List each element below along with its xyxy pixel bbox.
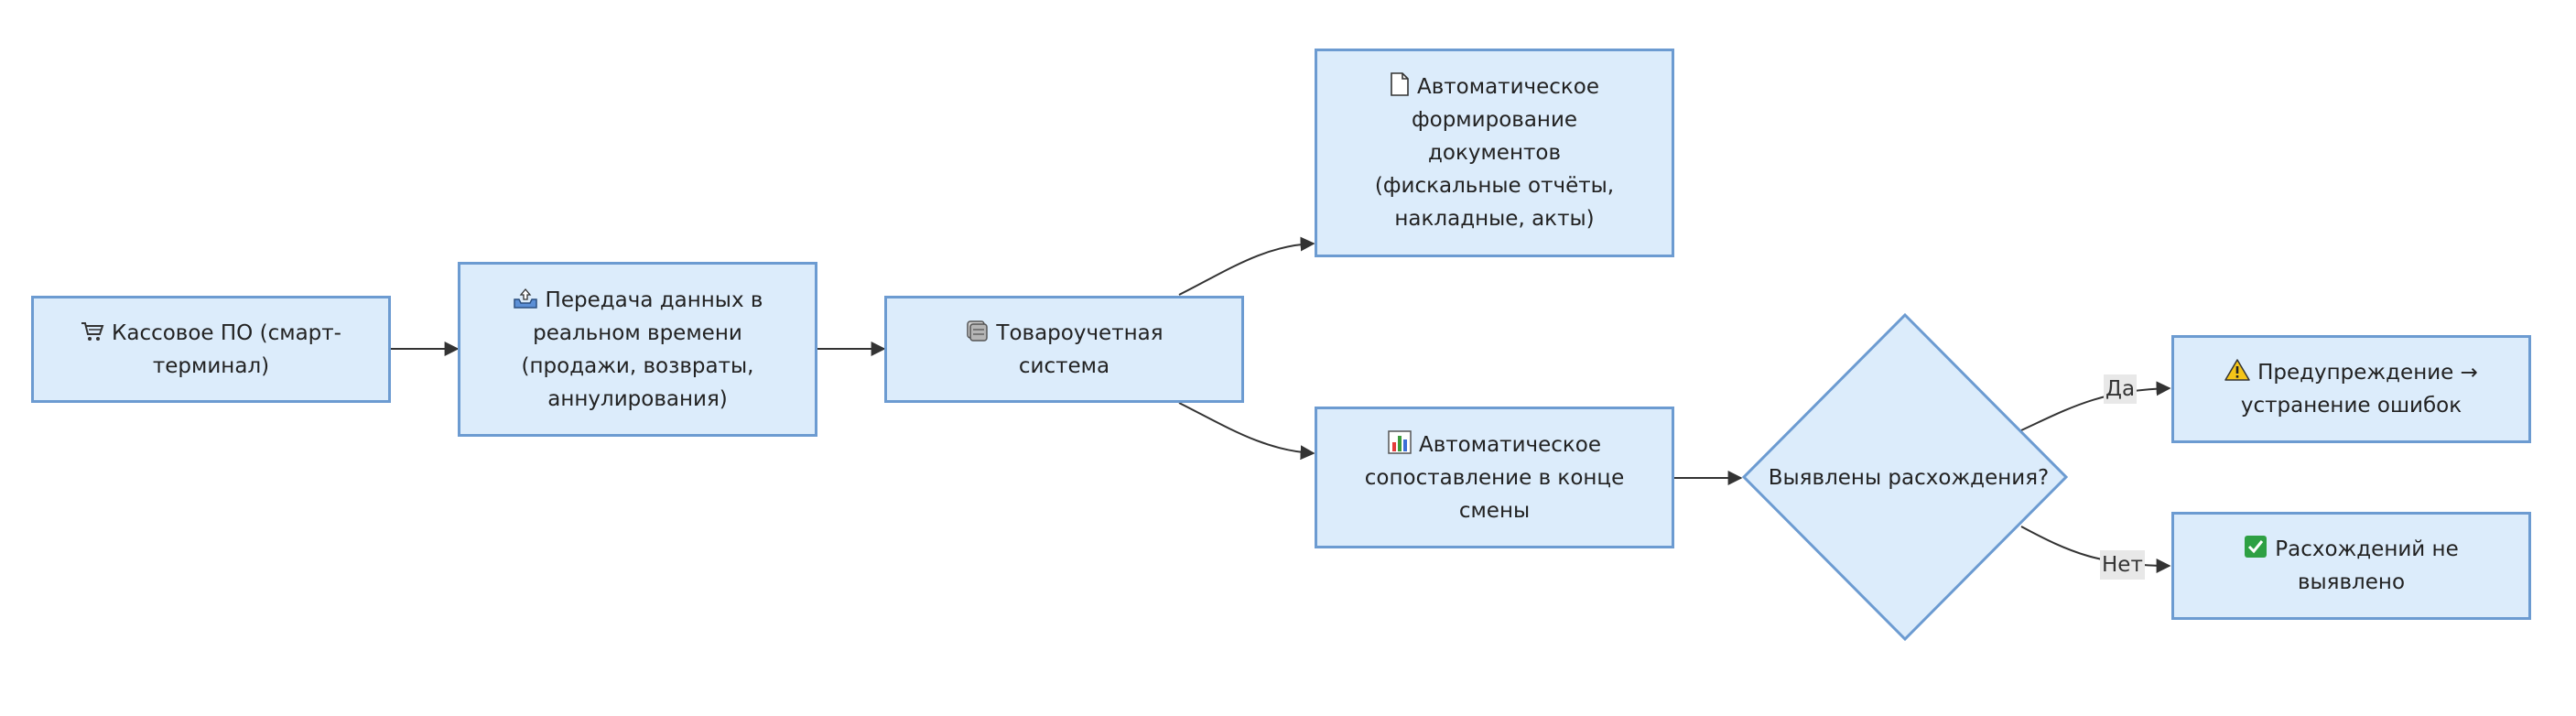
- node-no-discrepancies: Расхождений не выявлено: [2171, 512, 2531, 620]
- shopping-cart-icon: [81, 321, 104, 341]
- transfer-line4: аннулирования): [547, 386, 728, 411]
- decision-diamond: [1741, 312, 2069, 642]
- edge-decision-to-warning: [2020, 381, 2171, 431]
- edge-decision-to-ok: [2020, 526, 2171, 573]
- decision-label: Выявлены расхождения?: [1768, 466, 2050, 490]
- edge-inventory-to-reconcile: [1178, 402, 1315, 461]
- warning-icon: [2224, 359, 2250, 381]
- check-mark-icon: [2245, 536, 2268, 558]
- node-document-generation: Автоматическое формирование документов (…: [1315, 49, 1674, 257]
- outbox-tray-icon: [513, 287, 537, 309]
- warning-line1: Предупреждение →: [2257, 361, 2478, 385]
- ok-line2: выявлено: [2297, 570, 2406, 594]
- node-inventory-system: Товароучетная система: [884, 296, 1244, 403]
- transfer-line1: Передача данных в: [545, 287, 763, 312]
- bar-chart-icon: [1388, 429, 1412, 454]
- edge-label-no: Нет: [2100, 550, 2145, 580]
- node-warning: Предупреждение → устранение ошибок: [2171, 335, 2531, 443]
- node-data-transfer: Передача данных в реальном времени (прод…: [458, 262, 817, 437]
- documents-line5: накладные, акты): [1394, 207, 1595, 231]
- document-icon: [1391, 72, 1409, 96]
- pos-line2: терминал): [152, 353, 270, 378]
- documents-line4: (фискальные отчёты,: [1374, 174, 1615, 198]
- edge-label-yes: Да: [2104, 374, 2138, 404]
- transfer-line2: реальном времени: [533, 320, 742, 345]
- reconcile-line3: смены: [1458, 498, 1531, 523]
- reconcile-line2: сопоставление в конце: [1364, 465, 1625, 490]
- documents-line1: Автоматическое: [1416, 75, 1600, 99]
- inventory-line1: Товароучетная: [996, 320, 1164, 345]
- warning-line2: устранение ошибок: [2240, 394, 2462, 418]
- node-pos-software: Кассовое ПО (смарт- терминал): [31, 296, 391, 403]
- pos-line1: Кассовое ПО (смарт-: [112, 320, 341, 345]
- reconcile-line1: Автоматическое: [1418, 432, 1602, 457]
- node-end-of-shift-reconciliation: Автоматическое сопоставление в конце сме…: [1315, 407, 1674, 548]
- edge-inventory-to-documents: [1178, 236, 1315, 296]
- documents-line2: формирование: [1411, 108, 1578, 132]
- database-icon: [967, 320, 989, 342]
- documents-line3: документов: [1427, 141, 1562, 165]
- ok-line1: Расхождений не: [2275, 537, 2459, 561]
- inventory-line2: система: [1018, 353, 1110, 378]
- transfer-line3: (продажи, возвраты,: [521, 353, 754, 378]
